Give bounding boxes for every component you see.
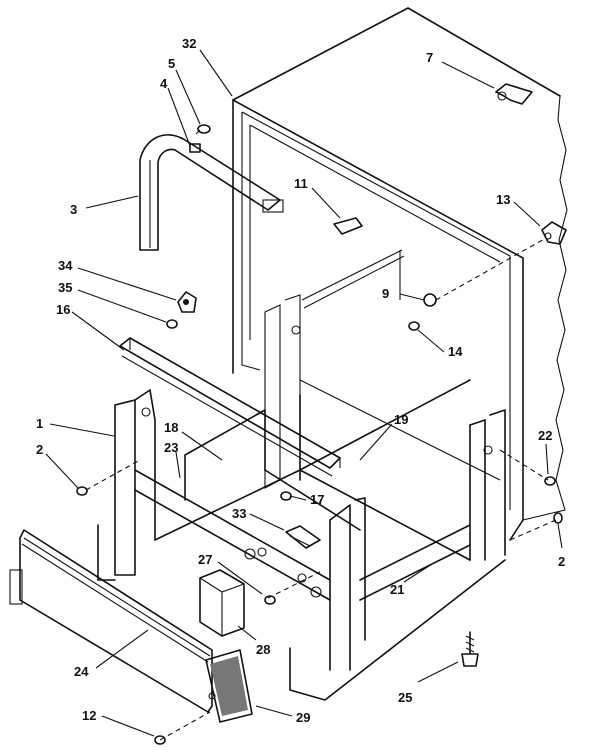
callout-2-right: 2: [558, 554, 565, 569]
callout-11: 11: [294, 176, 308, 191]
bracket-34-icon: [177, 291, 197, 313]
callout-2-left: 2: [36, 442, 43, 457]
callout-labels: 32 5 4 7 3 11 13 34 9 35 16 14 1 18 19 2…: [36, 36, 565, 725]
module-28-icon: [199, 569, 245, 637]
screw-17-icon: [280, 491, 292, 501]
screw-5-icon: [195, 124, 211, 135]
callout-14: 14: [448, 344, 463, 359]
callout-12: 12: [82, 708, 96, 723]
tub-mounting-bracket: [139, 134, 284, 251]
tub-cabinet: [232, 7, 568, 541]
leveling-leg-icon: [461, 631, 479, 667]
callout-13: 13: [496, 192, 510, 207]
callout-9: 9: [382, 286, 389, 301]
callout-19: 19: [394, 412, 408, 427]
callout-32: 32: [182, 36, 196, 51]
callout-23: 23: [164, 440, 178, 455]
leader-lines: [45, 49, 563, 737]
callout-7: 7: [426, 50, 433, 65]
clip-4-icon: [189, 143, 201, 153]
callout-17: 17: [310, 492, 324, 507]
screw-2-right-icon: [553, 512, 563, 524]
screw-35-icon: [166, 319, 178, 329]
screw-22-icon: [544, 476, 556, 486]
insulation-pad: [205, 649, 253, 723]
callout-34: 34: [58, 258, 73, 273]
clip-11-icon: [333, 217, 363, 235]
callout-5: 5: [168, 56, 175, 71]
base-frame: [97, 294, 506, 701]
callout-25: 25: [398, 690, 412, 705]
callout-1: 1: [36, 416, 43, 431]
screw-12-icon: [154, 735, 166, 745]
screw-27-icon: [264, 595, 276, 605]
callout-3: 3: [70, 202, 77, 217]
part-33-icon: [285, 525, 321, 549]
screw-14-icon: [408, 321, 420, 331]
callout-18: 18: [164, 420, 178, 435]
bracket-13-icon: [541, 221, 567, 245]
callout-33: 33: [232, 506, 246, 521]
screw-2-left-icon: [76, 486, 88, 496]
toe-kick-panel: [9, 529, 216, 713]
callout-16: 16: [56, 302, 70, 317]
callout-28: 28: [256, 642, 270, 657]
nut-9-icon: [423, 293, 437, 307]
callout-21: 21: [390, 582, 404, 597]
bracket-7-icon: [495, 83, 533, 105]
callout-27: 27: [198, 552, 212, 567]
upper-rail: [119, 337, 341, 477]
callout-4: 4: [160, 76, 168, 91]
callout-29: 29: [296, 710, 310, 725]
callout-22: 22: [538, 428, 552, 443]
callout-35: 35: [58, 280, 72, 295]
callout-24: 24: [74, 664, 89, 679]
